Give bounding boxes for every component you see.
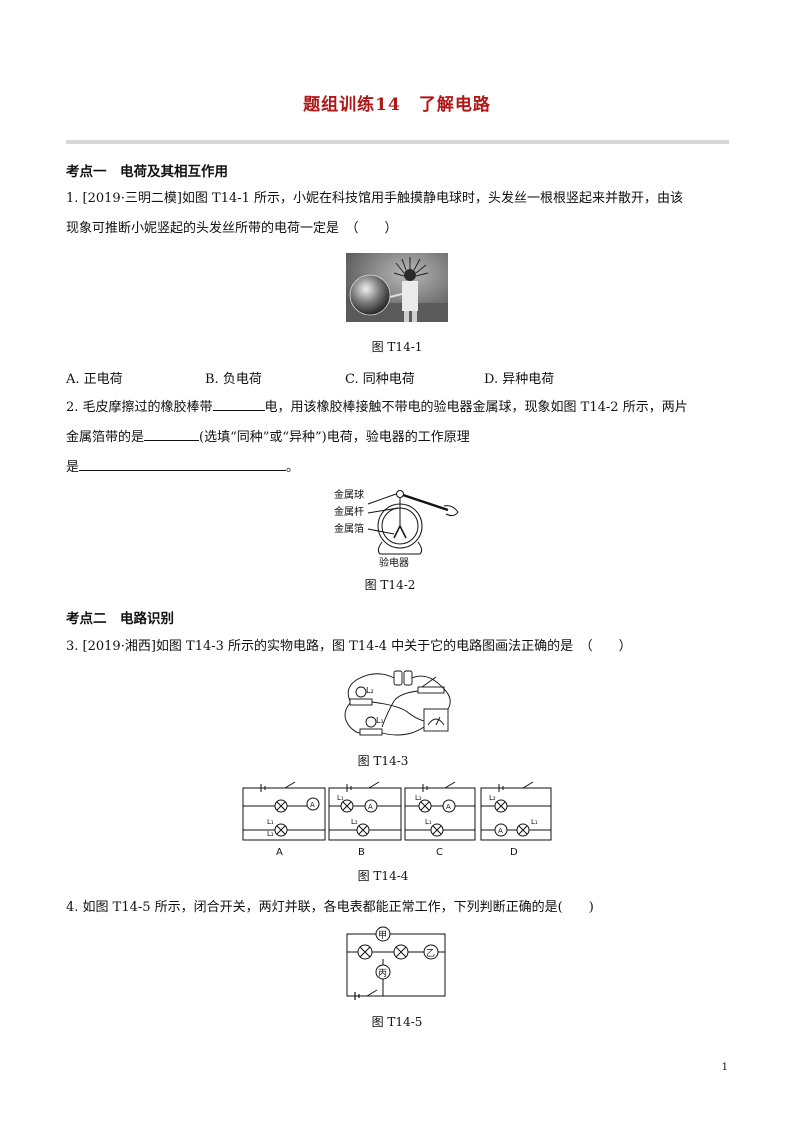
svg-text:L₁: L₁: [531, 818, 538, 826]
question-1-line-2: 现象可推断小妮竖起的头发丝所带的电荷一定是 （ ）: [66, 221, 398, 236]
option-label-b: B: [358, 847, 365, 858]
label-electroscope: 验电器: [379, 556, 409, 569]
question-2-text-4: (选填“同种”或“异种”)电荷，验电器的工作原理: [199, 430, 470, 445]
svg-text:L₁: L₁: [337, 794, 344, 802]
circuit-option-b: [328, 781, 402, 841]
figure-t14-2-caption: 图 T14-2: [364, 578, 416, 592]
meter-circuit-diagram: 甲 乙 丙: [346, 926, 446, 1000]
meter-jia: 甲: [378, 930, 387, 941]
meter-yi: 乙: [426, 948, 435, 959]
static-ball-photo: [346, 253, 448, 322]
svg-text:L₁: L₁: [425, 818, 432, 826]
question-2-text-2: 电，用该橡胶棒接触不带电的验电器金属球，现象如图 T14-2 所示，两片: [264, 400, 688, 415]
choice-c: C. 同种电荷: [345, 372, 415, 387]
electroscope-diagram: 金属球 金属杆 金属箔 验电器: [334, 488, 459, 569]
question-2-line-2: 金属箔带的是 (选填“同种”或“异种”)电荷，验电器的工作原理: [66, 427, 736, 449]
svg-text:L₁: L₁: [267, 818, 274, 826]
figure-t14-1-caption: 图 T14-1: [371, 340, 423, 354]
circuit-option-d: [480, 781, 552, 841]
question-2-line-3: 是。: [66, 457, 736, 479]
label-l2: L₂: [366, 686, 374, 695]
answer-blank-2[interactable]: [144, 427, 200, 441]
question-3: 3. [2019·湘西]如图 T14-3 所示的实物电路，图 T14-4 中关于…: [66, 639, 632, 654]
figure-t14-3-caption: 图 T14-3: [357, 754, 409, 768]
svg-text:L₂: L₂: [351, 818, 358, 826]
label-metal-rod: 金属杆: [334, 505, 364, 518]
svg-text:L₂: L₂: [489, 794, 496, 802]
svg-text:A: A: [310, 801, 315, 809]
question-2-text-5: 是: [66, 460, 80, 475]
physical-circuit-diagram: L₂ L₁: [344, 670, 451, 736]
svg-text:L₂: L₂: [267, 830, 274, 838]
title-divider: [66, 140, 729, 144]
question-2-text-3: 金属箔带的是: [66, 430, 145, 445]
circuit-option-a: [242, 781, 326, 841]
option-label-c: C: [436, 847, 443, 858]
answer-blank-3[interactable]: [79, 457, 287, 471]
choice-d: D. 异种电荷: [484, 372, 555, 387]
svg-text:A: A: [368, 803, 373, 811]
svg-text:A: A: [446, 803, 451, 811]
question-2: 2. 毛皮摩擦过的橡胶棒带 电，用该橡胶棒接触不带电的验电器金属球，现象如图 T1…: [66, 397, 736, 479]
answer-blank-1[interactable]: [212, 397, 265, 411]
circuit-options-diagram: A A A A L₁ L₂ L₁ L₂ L₂ L₁ L₂ L₁ A B C D: [242, 781, 552, 858]
option-label-a: A: [276, 847, 283, 858]
svg-text:A: A: [498, 827, 503, 835]
svg-text:L₂: L₂: [415, 794, 422, 802]
question-1-line-1: 1. [2019·三明二模]如图 T14-1 所示，小妮在科技馆用手触摸静电球时…: [66, 191, 684, 206]
question-1: 1. [2019·三明二模]如图 T14-1 所示，小妮在科技馆用手触摸静电球时…: [66, 188, 736, 240]
figure-t14-5-caption: 图 T14-5: [371, 1015, 423, 1029]
circuit-option-c: [404, 781, 476, 841]
question-2-text-1: 2. 毛皮摩擦过的橡胶棒带: [66, 400, 213, 415]
choice-b: B. 负电荷: [205, 372, 262, 387]
page-title: 题组训练14 了解电路: [303, 95, 491, 115]
figure-t14-4-caption: 图 T14-4: [357, 869, 409, 883]
label-l1: L₁: [376, 716, 384, 725]
question-4: 4. 如图 T14-5 所示，闭合开关，两灯并联，各电表都能正常工作，下列判断正…: [66, 900, 594, 915]
section-heading-2: 考点二 电路识别: [66, 611, 174, 627]
choice-a: A. 正电荷: [66, 372, 123, 387]
question-2-text-6: 。: [286, 460, 300, 475]
meter-bing: 丙: [378, 968, 387, 979]
label-metal-ball: 金属球: [334, 488, 364, 501]
section-heading-1: 考点一 电荷及其相互作用: [66, 164, 228, 180]
label-metal-foil: 金属箔: [334, 522, 364, 535]
option-label-d: D: [510, 847, 518, 858]
question-2-line-1: 2. 毛皮摩擦过的橡胶棒带 电，用该橡胶棒接触不带电的验电器金属球，现象如图 T1…: [66, 397, 736, 419]
page-number: 1: [721, 1062, 728, 1073]
